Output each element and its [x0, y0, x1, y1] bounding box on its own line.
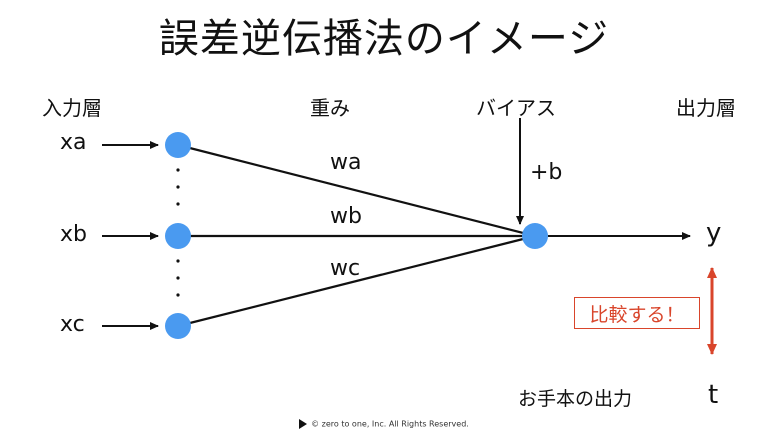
play-outline-icon [299, 419, 308, 429]
input-node-b [165, 223, 191, 249]
weights-label: 重み [310, 96, 350, 120]
output-node [522, 223, 548, 249]
page-title: 誤差逆伝播法のイメージ [158, 16, 610, 62]
copyright-text: © zero to one, Inc. All Rights Reserved. [311, 419, 469, 429]
teacher-output-label: お手本の出力 [518, 388, 633, 410]
bias-term: +b [530, 160, 563, 185]
bias-label: バイアス [476, 96, 556, 120]
edge-wc [177, 234, 536, 328]
edge-wa [177, 143, 536, 238]
output-layer-label: 出力層 [676, 96, 736, 120]
compare-box: 比較する！ [574, 297, 700, 329]
weight-wc: wc [330, 256, 361, 281]
weight-wb: wb [330, 204, 362, 229]
weight-wa: wa [330, 150, 362, 175]
input-xb: xb [60, 222, 87, 247]
target-t: t [708, 380, 719, 410]
input-node-c [165, 313, 191, 339]
footer: © zero to one, Inc. All Rights Reserved. [0, 419, 768, 429]
input-xa: xa [60, 130, 87, 155]
input-xc: xc [60, 312, 85, 337]
input-node-a [165, 132, 191, 158]
input-layer-label: 入力層 [42, 96, 102, 120]
output-y: y [706, 218, 722, 248]
ellipsis-dots [176, 168, 180, 297]
